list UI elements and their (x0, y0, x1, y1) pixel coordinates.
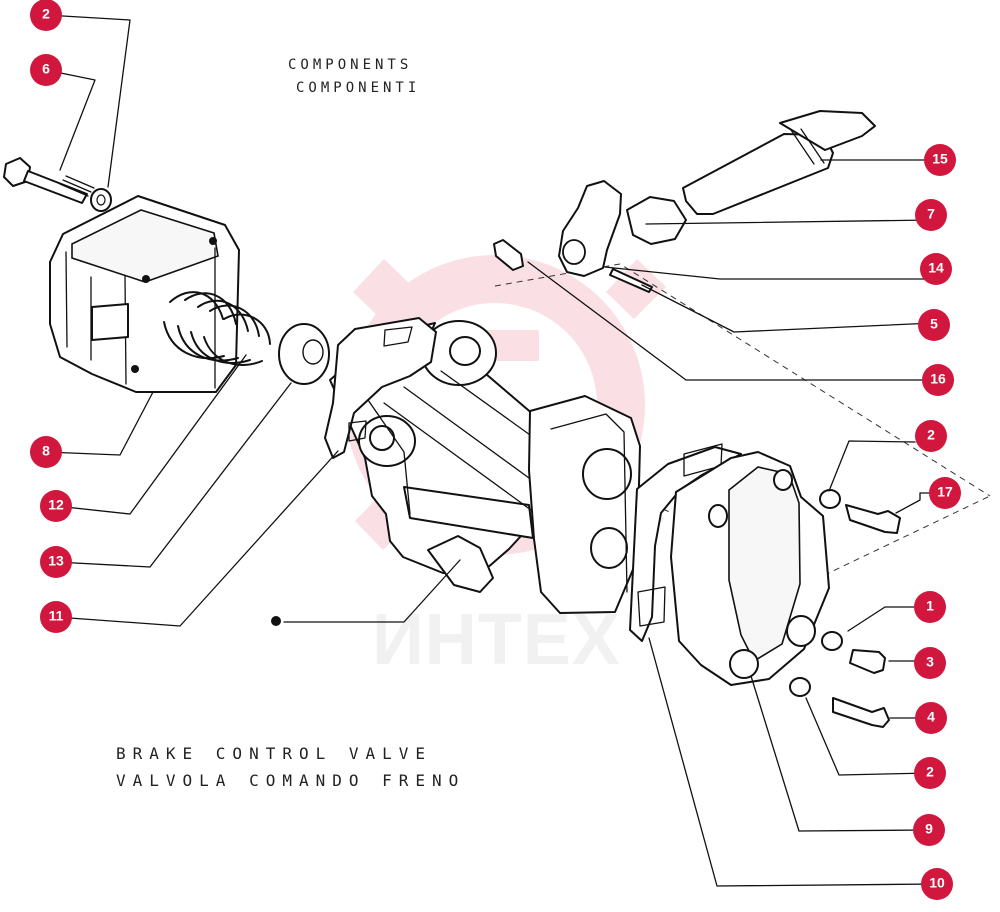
diagram-title: BRAKE CONTROL VALVE (116, 744, 432, 763)
callout-10: 10 (921, 868, 953, 900)
callout-4: 4 (915, 702, 947, 734)
components-it: COMPONENTI (296, 80, 420, 96)
callout-8: 8 (30, 436, 62, 468)
callout-15: 15 (924, 144, 956, 176)
main-valve-body (329, 320, 641, 614)
callout-17: 17 (929, 477, 961, 509)
svg-text:11: 11 (49, 608, 64, 624)
components-en: COMPONENTS (288, 57, 412, 73)
right-fasteners (789, 489, 901, 728)
svg-text:7: 7 (927, 206, 935, 222)
spring-and-seat (163, 291, 330, 385)
right-cover-assembly (629, 443, 830, 686)
callout-3: 3 (914, 647, 946, 679)
svg-text:14: 14 (928, 260, 944, 276)
callout-1: 1 (914, 591, 946, 623)
svg-text:2: 2 (926, 764, 934, 780)
left-gasket (324, 317, 437, 459)
svg-text:17: 17 (937, 484, 953, 500)
bolt-and-washer (3, 157, 112, 212)
svg-text:5: 5 (930, 316, 938, 332)
svg-text:9: 9 (925, 821, 933, 837)
svg-text:2: 2 (42, 6, 50, 22)
callout-2-low: 2 (914, 757, 946, 789)
callout-6: 6 (30, 54, 62, 86)
callout-14: 14 (920, 253, 952, 285)
callout-13: 13 (40, 546, 72, 578)
callout-9: 9 (913, 814, 945, 846)
svg-text:4: 4 (927, 709, 935, 725)
top-small-parts (493, 110, 876, 293)
callout-11: 11 (40, 601, 72, 633)
svg-text:3: 3 (926, 654, 934, 670)
svg-text:2: 2 (927, 427, 935, 443)
svg-text:12: 12 (48, 497, 64, 513)
component-labels: COMPONENTS COMPONENTI BRAKE CONTROL VALV… (116, 57, 465, 790)
svg-text:1: 1 (926, 598, 934, 614)
left-end-cover (49, 195, 240, 393)
leader-lines (45, 14, 946, 887)
callout-2-top: 2 (30, 0, 62, 31)
svg-text:13: 13 (48, 553, 64, 569)
svg-text:10: 10 (929, 875, 945, 891)
svg-text:6: 6 (42, 61, 50, 77)
svg-text:8: 8 (42, 443, 50, 459)
svg-text:15: 15 (932, 151, 948, 167)
callout-2-mid: 2 (915, 420, 947, 452)
callout-badges: 2 6 8 12 13 11 15 7 14 5 16 2 17 1 3 4 2… (30, 0, 961, 900)
svg-text:16: 16 (930, 371, 946, 387)
callout-7: 7 (915, 199, 947, 231)
callout-5: 5 (918, 309, 950, 341)
callout-16: 16 (922, 364, 954, 396)
callout-12: 12 (40, 490, 72, 522)
diagram-subtitle: VALVOLA COMANDO FRENO (116, 771, 465, 790)
